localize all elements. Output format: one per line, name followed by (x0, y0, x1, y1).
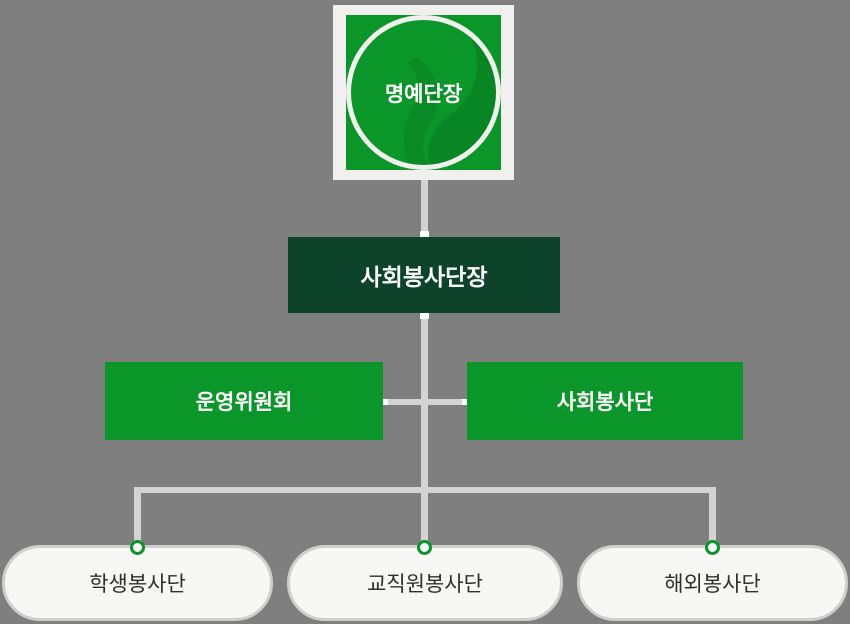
ring-anchor-icon (417, 540, 432, 555)
connector-director-to-units (421, 319, 428, 545)
node-label: 사회봉사단장 (360, 264, 488, 290)
connector-committees (383, 399, 467, 405)
node-label: 학생봉사단 (89, 573, 186, 596)
node-overseas-volunteer-corps: 해외봉사단 (577, 545, 848, 621)
node-social-service-director: 사회봉사단장 (288, 237, 560, 313)
emblem-green-square: 명예단장 (346, 15, 501, 170)
node-honorary-director: 명예단장 (333, 5, 514, 180)
connector-root-to-director (421, 180, 428, 231)
connector-cap (383, 399, 388, 405)
node-student-volunteer-corps: 학생봉사단 (2, 545, 273, 621)
connector-cap (462, 399, 467, 405)
node-social-service-corps: 사회봉사단 (467, 362, 743, 440)
emblem-watermark-icon (403, 20, 496, 165)
node-label: 교직원봉사단 (367, 573, 483, 596)
connector-drop-left (134, 487, 141, 545)
ring-anchor-icon (130, 540, 145, 555)
node-faculty-volunteer-corps: 교직원봉사단 (287, 545, 563, 621)
node-steering-committee: 운영위원회 (105, 362, 383, 440)
node-label: 사회봉사단 (556, 391, 654, 414)
connector-cap (420, 313, 429, 319)
node-label: 명예단장 (384, 82, 463, 106)
connector-cap (420, 231, 429, 237)
ring-anchor-icon (705, 540, 720, 555)
connector-distribution (134, 487, 716, 493)
emblem-green-circle: 명예단장 (351, 20, 496, 165)
connector-drop-right (709, 487, 716, 545)
node-label: 해외봉사단 (664, 573, 761, 596)
node-label: 운영위원회 (195, 391, 293, 414)
emblem-white-ring: 명예단장 (346, 15, 501, 170)
